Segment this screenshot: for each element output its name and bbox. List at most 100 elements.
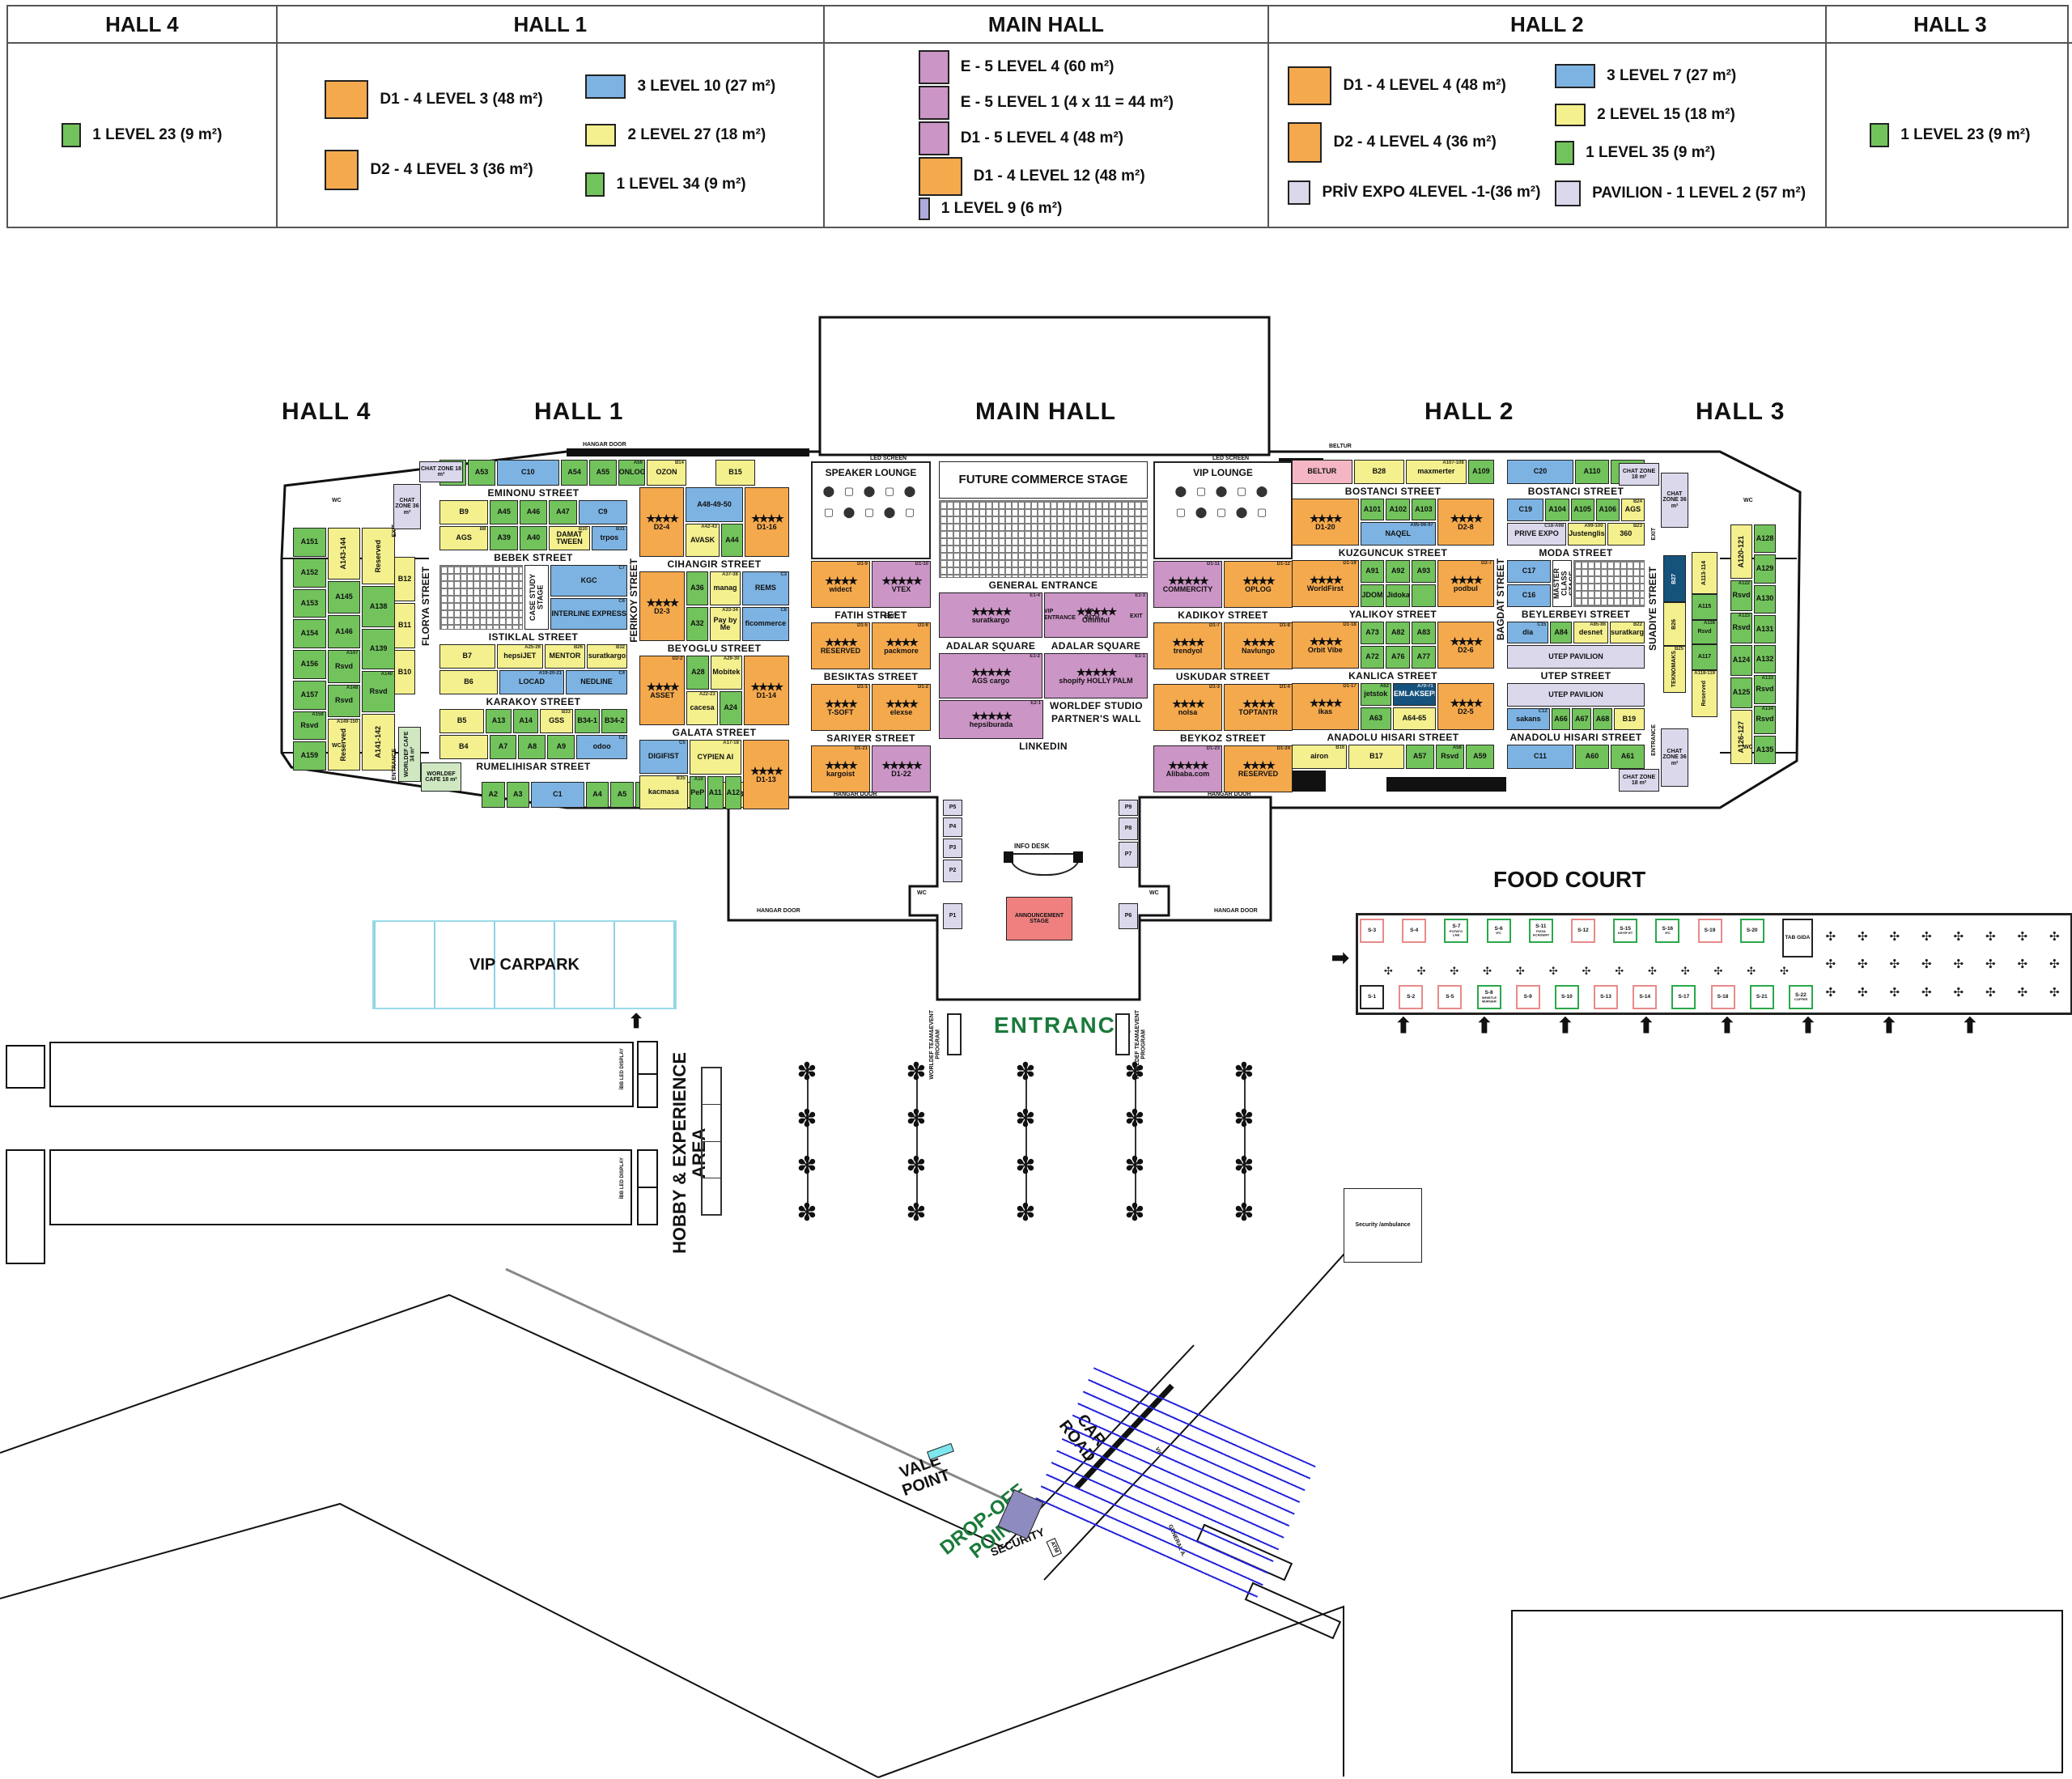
booth-code: B31 (615, 527, 625, 532)
booth-row: A52A53C10A54A55A56ONLOGB14OZONB15 (439, 460, 755, 486)
booth: A105 (1570, 499, 1594, 521)
booth: A72 (1360, 646, 1385, 669)
booth-stars: ★★★★★ (970, 665, 1012, 678)
booth: A124 (1730, 644, 1752, 677)
booth: A145 (327, 580, 361, 614)
booth-code: E1-2 (1030, 654, 1040, 659)
food-stall: S-21 (1749, 985, 1774, 1009)
booth: B26 (1663, 602, 1686, 646)
booth: A5 (610, 782, 634, 808)
street-label: GENERAL ENTRANCE (988, 580, 1098, 591)
booth: A11 (707, 776, 724, 809)
booth: A130 (1754, 584, 1776, 614)
booth: ★★★★D2-5 (1437, 683, 1494, 730)
booth: C11 (1507, 745, 1573, 769)
booth: A101 (1360, 499, 1385, 520)
booth-stars: ★★★★ (885, 635, 919, 648)
table-icon: ✣ (1825, 929, 1836, 944)
food-court-door-arrow-icon: ⬆ (1718, 1013, 1736, 1038)
legend-item: E - 5 LEVEL 4 (60 m²) (918, 50, 1174, 84)
booth: A39 (490, 526, 518, 550)
tree-icon: ✽ (1124, 1106, 1145, 1132)
florya-street-label: FLORYA STREET (420, 567, 431, 647)
street-label: USKUDAR STREET (1175, 671, 1271, 682)
booth: B19 (1613, 708, 1645, 730)
main-hall-title: MAIN HALL (975, 398, 1116, 425)
food-court-door-arrow-icon: ⬆ (1475, 1013, 1493, 1038)
booth-code: C8 (780, 608, 787, 613)
booth: A120-121 (1730, 524, 1752, 579)
booth-code: E1-4 (1030, 593, 1040, 598)
booth: FUTURE COMMERCE STAGE (939, 461, 1148, 499)
booth-code: D1-4 (1279, 685, 1290, 690)
booth: A24 (719, 691, 742, 725)
booth: A82 (1386, 622, 1411, 644)
tree-icon: ✽ (1233, 1106, 1255, 1132)
street-label: EMINONU STREET (487, 487, 580, 499)
street-label: BESIKTAS STREET (823, 671, 919, 682)
booth: A53 (468, 460, 495, 486)
booth: A70-71EMLAKSEPETTE (1392, 683, 1436, 706)
booth: A76 (1386, 646, 1411, 669)
food-stall: S-13 (1594, 985, 1619, 1009)
booth: A152 (293, 558, 326, 588)
legend-item: 3 LEVEL 7 (27 m²) (1555, 63, 1806, 88)
booth-code: A58 (1452, 745, 1462, 750)
food-stall: S-17 (1671, 985, 1696, 1009)
tree-column: ✽✽✽✽ (1121, 1060, 1149, 1225)
hangar-door-label: HANGAR DOOR (1208, 792, 1251, 797)
table-icon: ✣ (2017, 957, 2028, 971)
tree-icon: ✽ (796, 1059, 817, 1085)
hall3-title: HALL 3 (1696, 398, 1785, 425)
booth: C10 (496, 460, 559, 486)
booth-code: D1-21 (854, 746, 868, 751)
tree-icon: ✽ (1015, 1106, 1036, 1132)
booth-stars: ★★★★ (646, 512, 679, 524)
booth: A67 (1572, 708, 1592, 730)
booth: A157 (293, 680, 326, 710)
booth-code: B23 (1633, 524, 1642, 529)
booth: A110 (1575, 460, 1609, 484)
table-icon: ✣ (2017, 929, 2028, 944)
booth-code: D1-10 (915, 562, 928, 567)
food-court-door-arrow-icon: ⬆ (1556, 1013, 1574, 1038)
legend-item-label: 2 LEVEL 27 (18 m²) (627, 126, 766, 143)
booth-code: A19-20-21 (538, 671, 562, 676)
table-icon: ✣ (1953, 929, 1964, 944)
food-court-door-arrow-icon: ⬆ (1799, 1013, 1817, 1038)
legend-item-label: 3 LEVEL 10 (27 m²) (637, 77, 776, 95)
tree-icon: ✽ (1233, 1153, 1255, 1179)
wc-label: WC (332, 498, 342, 503)
booth-code: A37-38 (722, 572, 738, 577)
street-label: ADALAR SQUARE (1051, 639, 1141, 652)
table-icon: ✣ (2049, 985, 2060, 1000)
hall1-title: HALL 1 (534, 398, 624, 425)
